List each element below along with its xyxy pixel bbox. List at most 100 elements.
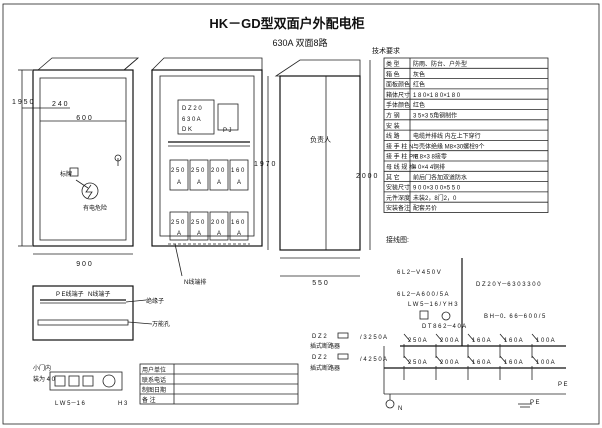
open-cabinet-body (151, 69, 263, 247)
breaker-switch-icon (403, 355, 411, 364)
front-cabinet-body (32, 69, 134, 247)
legend-row-label: 联系电话 (142, 376, 166, 384)
spec-row-label: 安 装 (386, 122, 400, 130)
side-roof (274, 59, 361, 77)
n-term-label: N线端子 (88, 290, 110, 298)
front-elevation: 标牌 有电危险 1 9 5 0 2 4 0 6 0 0 9 0 0 (12, 57, 140, 268)
breaker-upper-unit-2: A (217, 180, 221, 186)
dz-text-2: 插式断路器 (310, 364, 340, 372)
spec-row-label: 手体颜色 (386, 101, 410, 109)
breaker-lower-1 (189, 211, 209, 241)
breaker-upper-rating-1: 2 5 0 (191, 168, 205, 174)
spec-row-value: 前后门各加双道防水 (413, 173, 467, 181)
breaker-switch-icon (435, 355, 443, 364)
row2-left-label: / 4 2 5 0 A (360, 357, 387, 363)
drawing-frame (2, 3, 600, 425)
spec-row-label: 安装尺寸 (386, 184, 410, 192)
breaker-upper-3 (229, 159, 249, 191)
spec-row-label: 接 手 柱 P E (386, 153, 419, 161)
hazard-icon (81, 182, 99, 200)
spec-row-value: 未装2，8门2，0 (413, 194, 457, 202)
breaker-switch-icon (467, 355, 475, 364)
breaker-upper-unit-1: A (197, 180, 201, 186)
dz-label-2: D Z 2 (312, 355, 327, 361)
side-cabinet-body (279, 75, 361, 251)
breaker-rating: 2 5 0 A (408, 338, 427, 344)
dz-symbol-1 (337, 332, 349, 339)
switch-label: L W 5－1 6 / Y H 3 (408, 302, 458, 308)
breaker-switch-icon (531, 355, 539, 364)
drawing-title: HK－GD型双面户外配电柜 (209, 16, 364, 31)
legend-row-label: 用户单位 (142, 366, 166, 374)
volt-label: 6 L 2－V 4 5 0 V (397, 270, 441, 276)
spec-row-label: 元件深度 (386, 194, 410, 202)
base-plan: P E线端子 N线端子 绝缘子 万能孔 小门内 装为 4 0 L W 5－1 6… (32, 285, 170, 407)
ct-icon (441, 311, 451, 321)
height-label: 1 9 5 0 (12, 99, 34, 106)
breaker-rating: 1 0 0 A (536, 360, 555, 366)
spec-row-label: 面板颜色 (386, 81, 410, 89)
spec-row-label: 箱体尺寸 (386, 91, 410, 99)
spec-row-value: 与壳体绝缘 M8×30螺栓9个 (413, 142, 485, 150)
breaker-lower-rating-1: 2 5 0 (191, 220, 205, 226)
breaker-lower-unit-1: A (197, 231, 201, 237)
sign-label: 标牌 (60, 170, 72, 178)
legend-row-label: 备 注 (142, 396, 156, 404)
breaker-switch-icon (499, 333, 507, 342)
side-width-label: 5 5 0 (312, 280, 328, 287)
n-row-label: N线端排 (184, 278, 206, 286)
spec-row-value: M 8×3 8接零 (413, 153, 447, 161)
spec-row-label: 线 路 (386, 132, 400, 140)
spec-table-frame (383, 57, 549, 213)
breaker-rating: 1 6 0 A (504, 338, 523, 344)
spec-row-value: 1 8 0×1 8 0×1 8 0 (413, 93, 461, 99)
base-plan-frame (32, 285, 134, 341)
spec-row-label: 母 线 规 格 (386, 163, 415, 171)
amp-label: 6 L 2－A 6 0 0 / 5 A (397, 292, 448, 298)
drawing-subtitle: 630A 双面8路 (272, 37, 327, 48)
spec-row-value: 配套另价 (413, 204, 437, 212)
breaker-lower-0 (169, 211, 189, 241)
open-cabinet: D Z 2 0 6 3 0 A D K P J 2 5 0 2 5 0 2 0 … (151, 57, 263, 286)
panel-top-label-1: 6 3 0 A (182, 117, 201, 123)
insulator-label: 绝缘子 (146, 297, 164, 305)
open-roof (151, 57, 263, 71)
dz-label-1: D Z 2 (312, 334, 327, 340)
breaker-lower-rating-2: 2 0 0 (211, 220, 225, 226)
sign-plate (69, 167, 79, 177)
breaker-lower-unit-0: A (177, 231, 181, 237)
dz-text-1: 插式断路器 (310, 342, 340, 350)
dz-symbol-2 (337, 353, 349, 360)
small-door-sub: 装为 4 0 (33, 375, 56, 383)
breaker-lower-unit-3: A (237, 231, 241, 237)
n-label: N (398, 406, 402, 412)
hazard-text: 有电危险 (83, 204, 107, 212)
spec-row-label: 方 钢 (386, 112, 400, 120)
breaker-rating: 1 0 0 A (536, 338, 555, 344)
hole-label: 万能孔 (152, 320, 170, 328)
schematic: 接线图: 6 L 2－V 4 5 0 V 6 L 2－A 6 0 0 / 5 A… (310, 235, 568, 412)
front-door (39, 77, 127, 241)
meter-icon (102, 374, 116, 388)
breaker-upper-rating-2: 2 0 0 (211, 168, 225, 174)
spec-row-value: 4 0×4 4铜排 (413, 163, 445, 171)
breaker-lower-rating-0: 2 5 0 (171, 220, 185, 226)
dt-label: D T 8 6 2－4 0 A (422, 324, 466, 330)
panel-right-label: P J (223, 128, 232, 134)
meter-code: H 3 (118, 401, 128, 407)
breaker-switch-icon (531, 333, 539, 342)
dim-240: 2 4 0 (52, 101, 68, 108)
breaker-rating: 2 0 0 A (440, 360, 459, 366)
breaker-upper-rating-3: 1 6 0 (231, 168, 245, 174)
meter-box (217, 103, 239, 131)
breaker-upper-unit-3: A (237, 180, 241, 186)
main-breaker (177, 99, 215, 135)
n-terminal-icon (385, 399, 395, 409)
main-breaker-label: D Z 2 0 Y－6 3 0 3 3 0 0 (476, 282, 541, 288)
small-door-box (49, 371, 123, 391)
spec-row-value: 红色 (413, 101, 425, 109)
legend-row-label: 制图日期 (142, 386, 166, 394)
